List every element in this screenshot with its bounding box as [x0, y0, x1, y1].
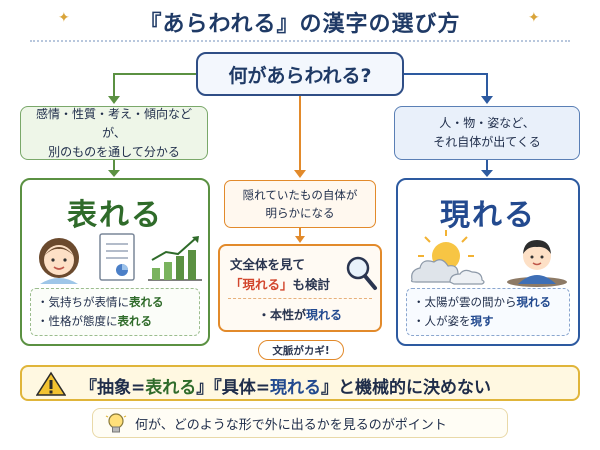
right-panel: 現れる ・太陽が雲の間から現れる ・人が姿を現す — [396, 178, 580, 346]
context-hint-badge: 文脈がカギ! — [258, 340, 344, 360]
document-icon — [99, 233, 135, 281]
center-line2-text: も検討 — [292, 277, 331, 292]
page-title: 『あらわれる』の漢字の選び方 — [139, 12, 461, 37]
center-divider — [228, 298, 372, 299]
right-example-1: ・太陽が雲の間から現れる — [413, 293, 563, 312]
center-line3-highlight: 現れる — [306, 308, 343, 322]
left-description-line1: 感情・性質・考え・傾向などが、 — [35, 106, 192, 140]
warning-text: 『抽象=表れる』『具体=現れる』と機械的に決めない — [80, 373, 491, 398]
right-word: 現れる — [440, 198, 536, 233]
center-line2: 「現れる」も検討 — [230, 274, 330, 293]
warning-part3: 』と機械的に決めない — [321, 378, 491, 398]
sun-cloud-icon — [410, 230, 485, 285]
warning-part2: 』『具体= — [196, 378, 270, 398]
question-box: 何があらわれる? — [196, 52, 404, 96]
boy-icon — [507, 240, 567, 287]
center-line2-highlight: 「現れる」 — [230, 277, 293, 292]
left-word: 表れる — [67, 198, 163, 233]
right-example-2-highlight: 現す — [470, 314, 494, 328]
left-description-line2: 別のものを通して分かる — [48, 144, 180, 159]
center-description-line2: 明らかになる — [265, 206, 335, 220]
left-examples: ・気持ちが表情に表れる ・性格が態度に表れる — [30, 288, 200, 336]
right-example-1-text: ・太陽が雲の間から — [413, 295, 517, 309]
sparkle-icon: ✦ — [58, 10, 70, 26]
right-description: 人・物・姿など、 それ自体が出てくる — [394, 106, 580, 160]
sparkle-icon: ✦ — [528, 10, 540, 26]
right-example-1-highlight: 現れる — [516, 295, 552, 309]
left-description: 感情・性質・考え・傾向などが、 別のものを通して分かる — [20, 106, 208, 160]
center-description: 隠れていたもの自体が 明らかになる — [224, 180, 376, 228]
center-description-line1: 隠れていたもの自体が — [242, 188, 358, 202]
center-line3-text: ・本性が — [257, 308, 306, 322]
title-divider — [30, 40, 570, 42]
left-panel: 表れる ・気持ちが表情に表れる ・性格が態度に表れる — [20, 178, 210, 346]
right-examples: ・太陽が雲の間から現れる ・人が姿を現す — [406, 288, 570, 336]
tip-box: 何が、どのような形で外に出るかを見るのがポイント — [92, 408, 508, 438]
right-description-line1: 人・物・姿など、 — [439, 116, 535, 130]
magnifier-icon — [346, 256, 377, 290]
left-example-1-highlight: 表れる — [129, 295, 164, 309]
left-example-2-text: ・性格が態度に — [37, 314, 118, 328]
warning-box: 『抽象=表れる』『具体=現れる』と機械的に決めない — [20, 365, 580, 401]
left-example-2: ・性格が態度に表れる — [37, 312, 193, 331]
center-line3: ・本性が現れる — [220, 306, 380, 323]
warning-icon — [36, 371, 66, 396]
warning-highlight-1: 表れる — [145, 378, 197, 398]
left-example-1-text: ・気持ちが表情に — [37, 295, 129, 309]
center-panel: 文全体を見て 「現れる」も検討 ・本性が現れる — [218, 244, 382, 332]
tip-text: 何が、どのような形で外に出るかを見るのがポイント — [135, 417, 447, 433]
right-example-2: ・人が姿を現す — [413, 312, 563, 331]
left-example-1: ・気持ちが表情に表れる — [37, 293, 193, 312]
woman-icon — [39, 238, 79, 284]
right-example-2-text: ・人が姿を — [413, 314, 471, 328]
bar-chart-icon — [148, 236, 202, 281]
center-line1: 文全体を見て — [230, 257, 306, 272]
right-description-line2: それ自体が出てくる — [433, 135, 541, 149]
lightbulb-icon — [105, 413, 127, 433]
warning-highlight-2: 現れる — [270, 378, 321, 398]
warning-part1: 『抽象= — [80, 378, 146, 398]
left-example-2-highlight: 表れる — [117, 314, 153, 328]
